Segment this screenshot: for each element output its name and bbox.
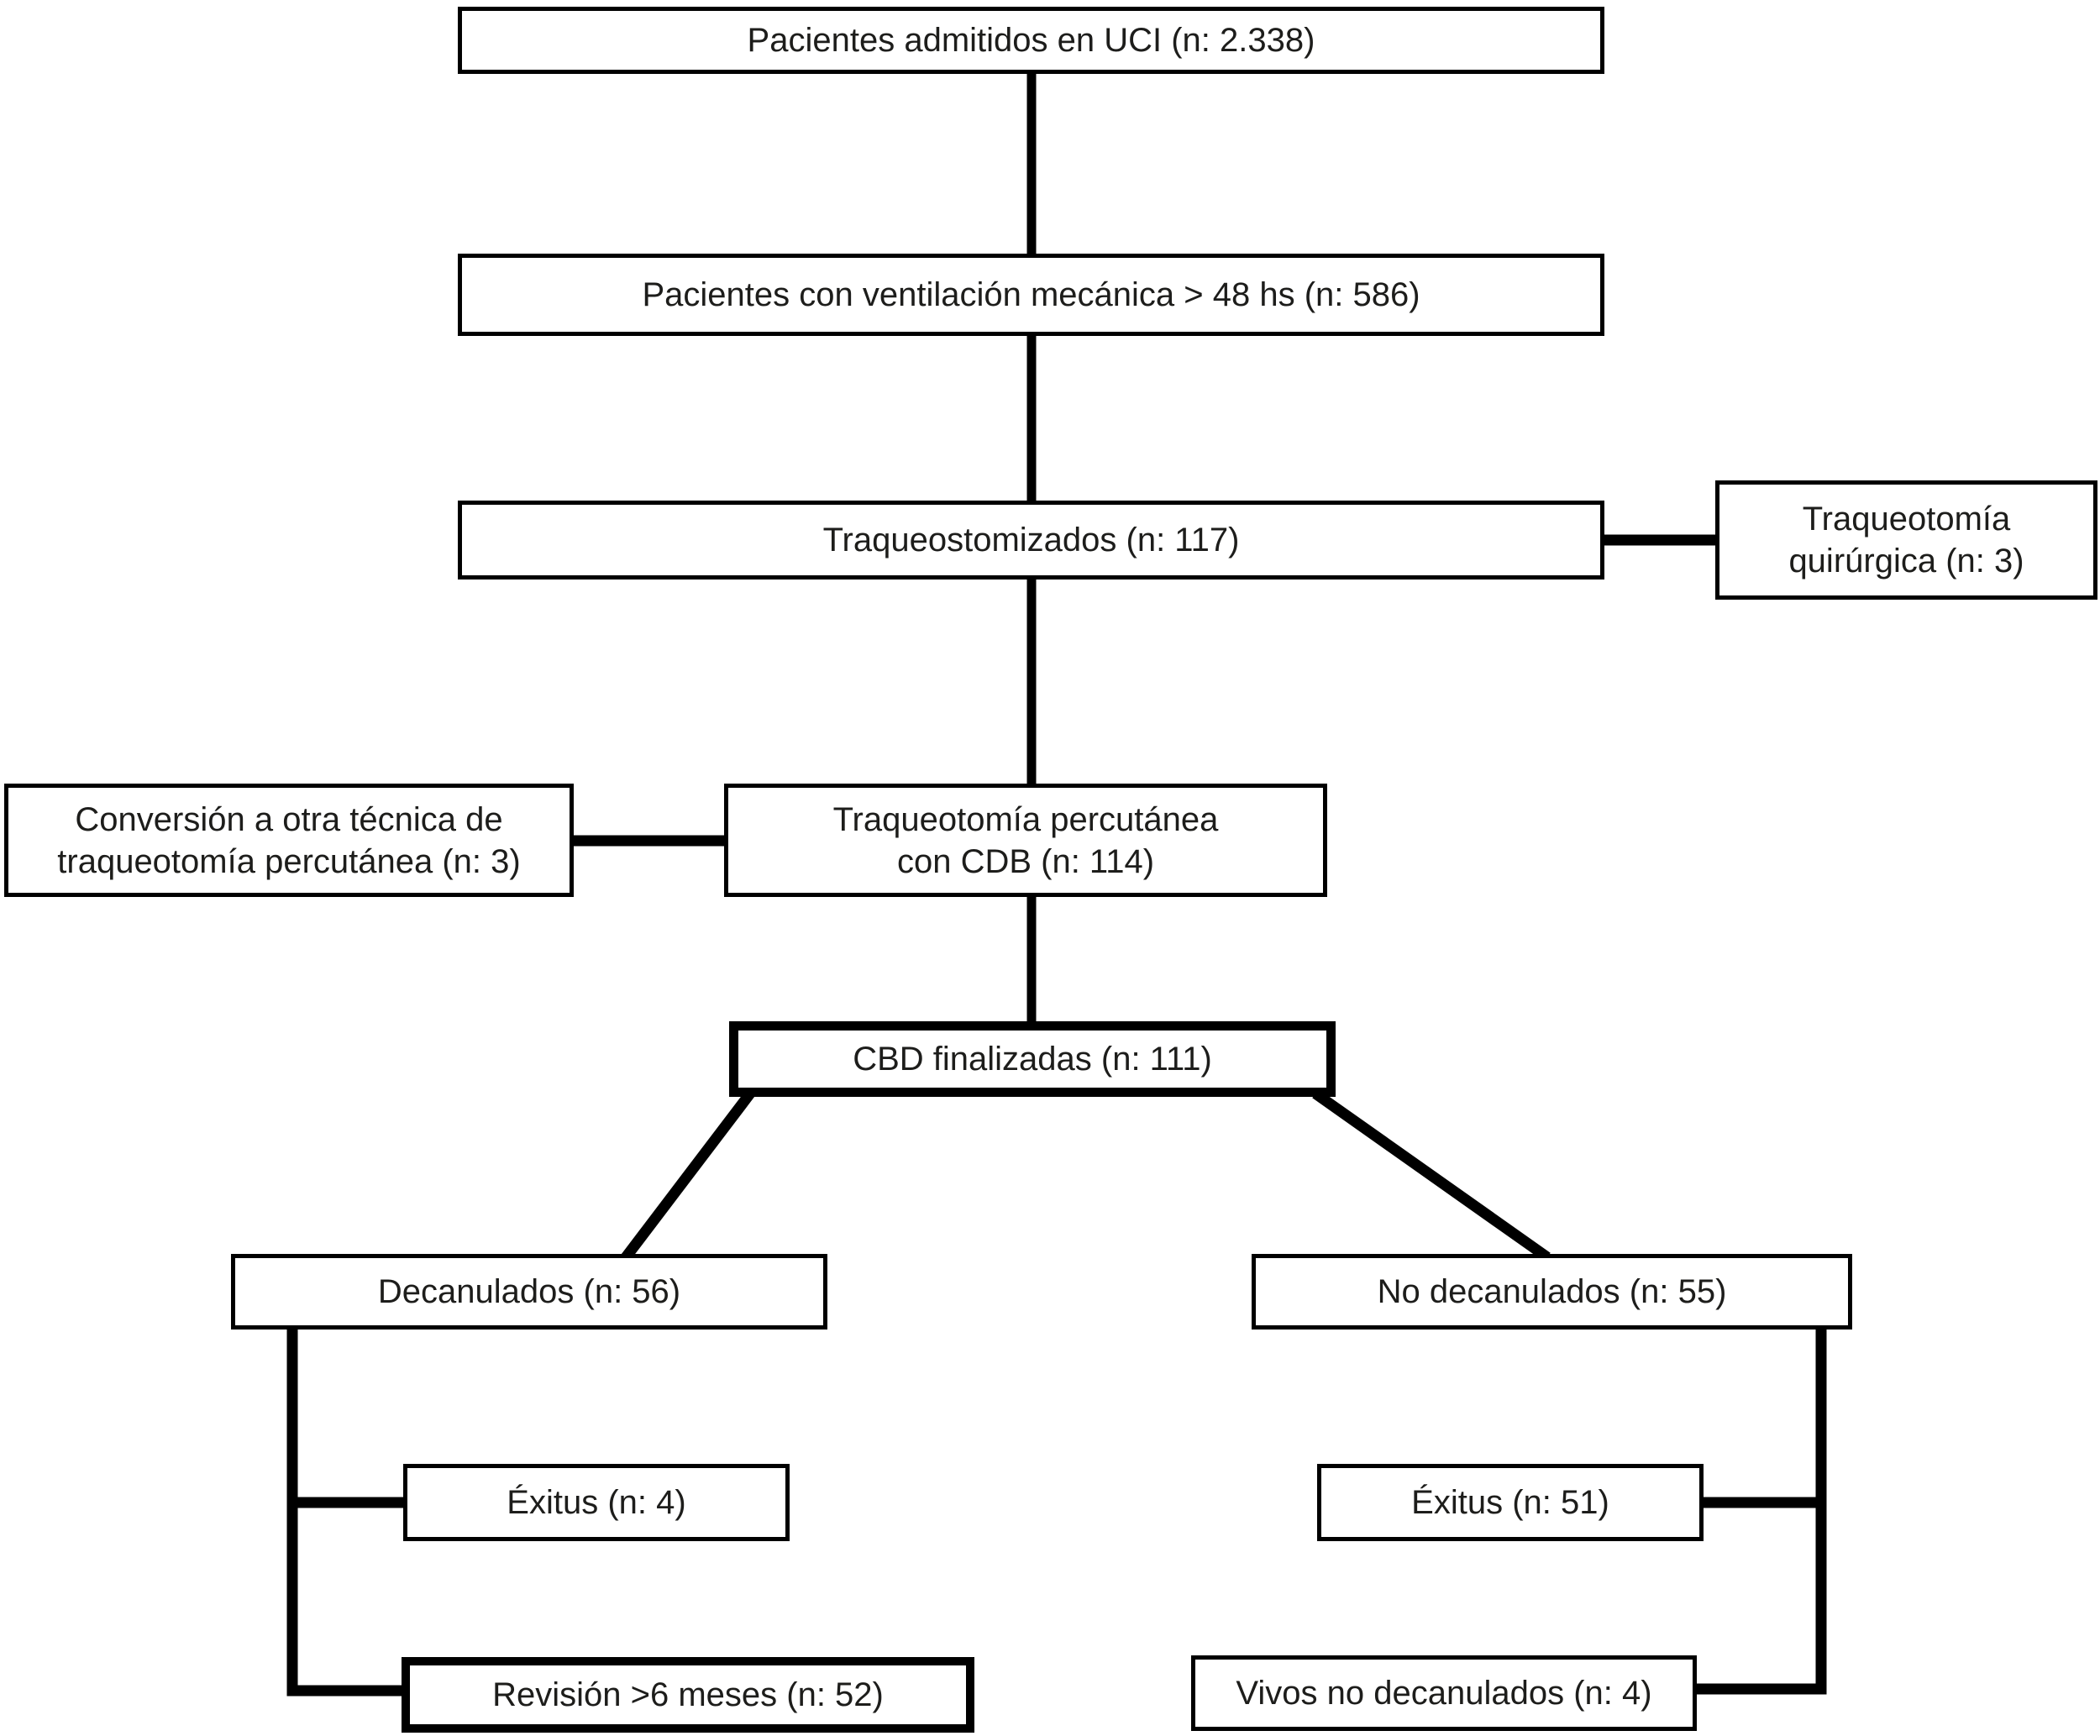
node-label: Pacientes admitidos en UCI (n: 2.338) bbox=[747, 22, 1315, 59]
node-conversion-otra-tecnica: Conversión a otra técnica de traqueotomí… bbox=[4, 784, 574, 897]
node-traqueotomia-percutanea-cdb: Traqueotomía percutánea con CDB (n: 114) bbox=[724, 784, 1327, 897]
connector-decanulados-revision bbox=[286, 1330, 402, 1697]
node-exitus-no-decanulados: Éxitus (n: 51) bbox=[1317, 1464, 1704, 1541]
node-label: Decanulados (n: 56) bbox=[377, 1273, 681, 1310]
node-label: CBD finalizadas (n: 111) bbox=[853, 1041, 1212, 1078]
node-ventilacion-mecanica: Pacientes con ventilación mecánica > 48 … bbox=[458, 254, 1604, 336]
connector-no-decanulados-vivos bbox=[1697, 1330, 1827, 1695]
node-traqueostomizados: Traqueostomizados (n: 117) bbox=[458, 501, 1604, 580]
node-label: Traqueostomizados (n: 117) bbox=[822, 522, 1240, 559]
node-label: No decanulados (n: 55) bbox=[1377, 1273, 1727, 1310]
connector-finalizadas-decanulados bbox=[621, 1090, 755, 1261]
connector-finalizadas-no-decanulados bbox=[1312, 1088, 1551, 1262]
node-exitus-decanulados: Éxitus (n: 4) bbox=[403, 1464, 790, 1541]
node-label: quirúrgica (n: 3) bbox=[1788, 543, 2024, 580]
node-label: Vivos no decanulados (n: 4) bbox=[1236, 1675, 1652, 1712]
node-no-decanulados: No decanulados (n: 55) bbox=[1252, 1254, 1852, 1330]
node-label: con CDB (n: 114) bbox=[896, 842, 1155, 880]
node-label: traqueotomía percutánea (n: 3) bbox=[57, 842, 521, 880]
node-label: Traqueotomía bbox=[1802, 501, 2011, 538]
node-label: Éxitus (n: 4) bbox=[507, 1484, 686, 1521]
node-label: Revisión >6 meses (n: 52) bbox=[492, 1676, 884, 1713]
node-cbd-finalizadas: CBD finalizadas (n: 111) bbox=[729, 1021, 1336, 1097]
node-label: Conversión a otra técnica de bbox=[75, 800, 503, 838]
node-pacientes-admitidos-uci: Pacientes admitidos en UCI (n: 2.338) bbox=[458, 7, 1604, 74]
node-revision-6-meses: Revisión >6 meses (n: 52) bbox=[402, 1657, 974, 1733]
node-label: Éxitus (n: 51) bbox=[1411, 1484, 1609, 1521]
node-vivos-no-decanulados: Vivos no decanulados (n: 4) bbox=[1191, 1655, 1697, 1731]
node-label: Pacientes con ventilación mecánica > 48 … bbox=[642, 276, 1420, 313]
node-label: Traqueotomía percutánea bbox=[832, 800, 1219, 838]
node-traqueotomia-quirurgica: Traqueotomía quirúrgica (n: 3) bbox=[1715, 480, 2097, 600]
node-decanulados: Decanulados (n: 56) bbox=[231, 1254, 827, 1330]
